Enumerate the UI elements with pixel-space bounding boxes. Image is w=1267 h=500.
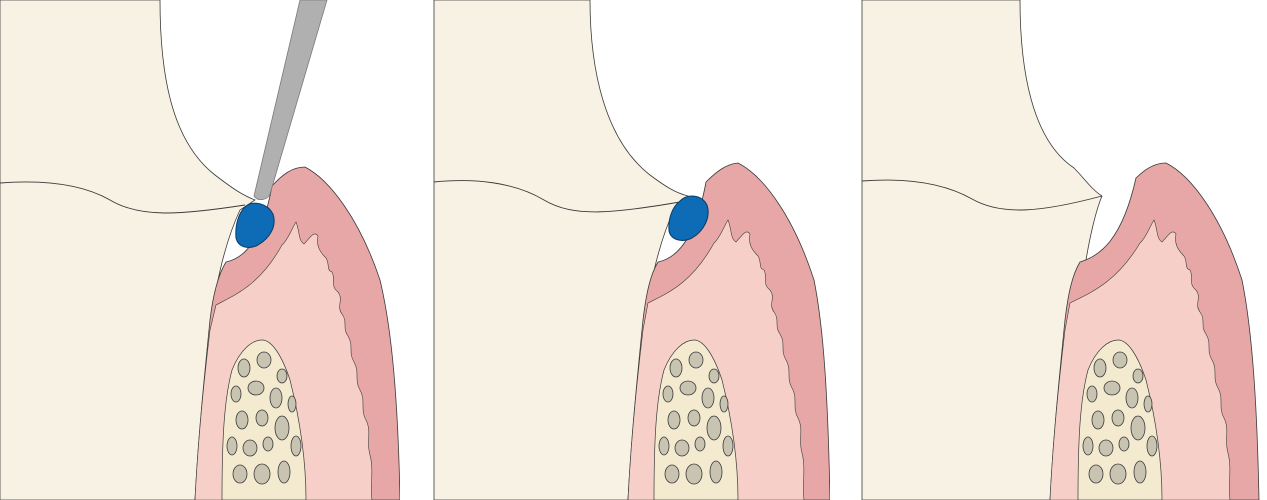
scaler-instrument: [254, 0, 327, 200]
panel-before-illustration: [0, 0, 400, 500]
panel-calculus: [430, 0, 830, 500]
panel-after-illustration: [860, 0, 1260, 500]
panel-after: [860, 0, 1260, 500]
panel-before: [0, 0, 400, 500]
panel-calculus-illustration: [430, 0, 830, 500]
